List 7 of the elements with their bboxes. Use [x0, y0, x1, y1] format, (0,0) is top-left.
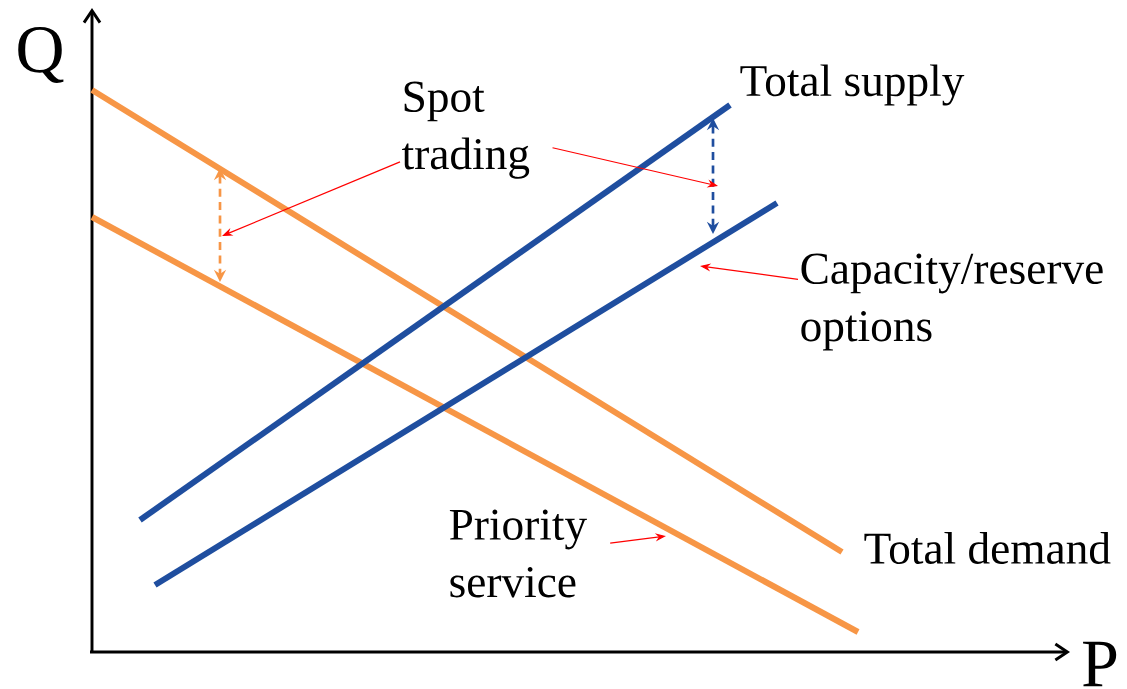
callout-text: Priority service [449, 509, 587, 598]
curve-label: Total supply [740, 64, 965, 106]
axis-label: P [1083, 641, 1117, 687]
axis-label: Q [18, 27, 64, 83]
callout-text: Capacity/reserve options [801, 253, 1103, 351]
curve-label: Total demand [864, 532, 1111, 564]
callout-text: Spot trading [402, 81, 530, 179]
